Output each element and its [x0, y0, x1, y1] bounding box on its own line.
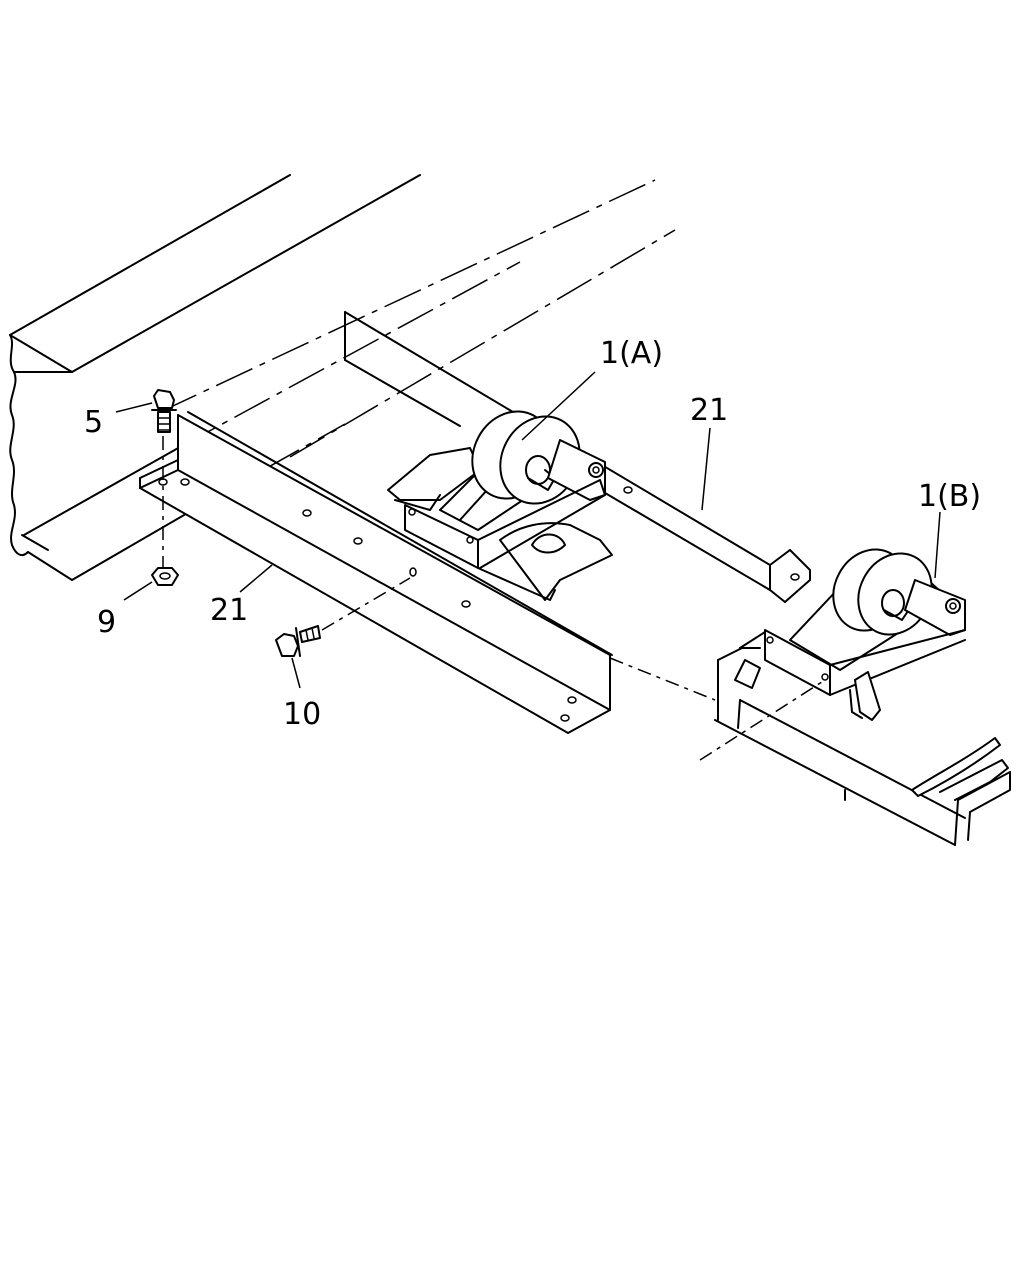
- callout-5: 5: [84, 405, 103, 440]
- leader-10: [291, 657, 301, 689]
- callout-1b: 1(B): [918, 479, 981, 514]
- carrier-roller-a: [387, 410, 613, 601]
- leader-21-rear: [701, 427, 711, 511]
- leader-1a: [521, 371, 596, 441]
- callout-21-front: 21: [210, 593, 248, 628]
- angle-bracket-front: [139, 411, 613, 734]
- callout-21-rear: 21: [690, 393, 728, 428]
- bolt-5: [151, 389, 177, 570]
- leader-1b: [934, 511, 941, 579]
- leader-9: [123, 581, 153, 601]
- cross-member: [609, 647, 1011, 846]
- carrier-roller-b: [699, 548, 966, 761]
- leader-lines: [115, 371, 941, 689]
- bolt-10: [275, 577, 411, 657]
- leader-21-front: [239, 564, 273, 593]
- nut-9: [151, 567, 179, 586]
- callout-1a: 1(A): [600, 336, 663, 371]
- leader-5: [115, 402, 153, 413]
- callout-10: 10: [283, 697, 321, 732]
- callout-9: 9: [97, 605, 116, 640]
